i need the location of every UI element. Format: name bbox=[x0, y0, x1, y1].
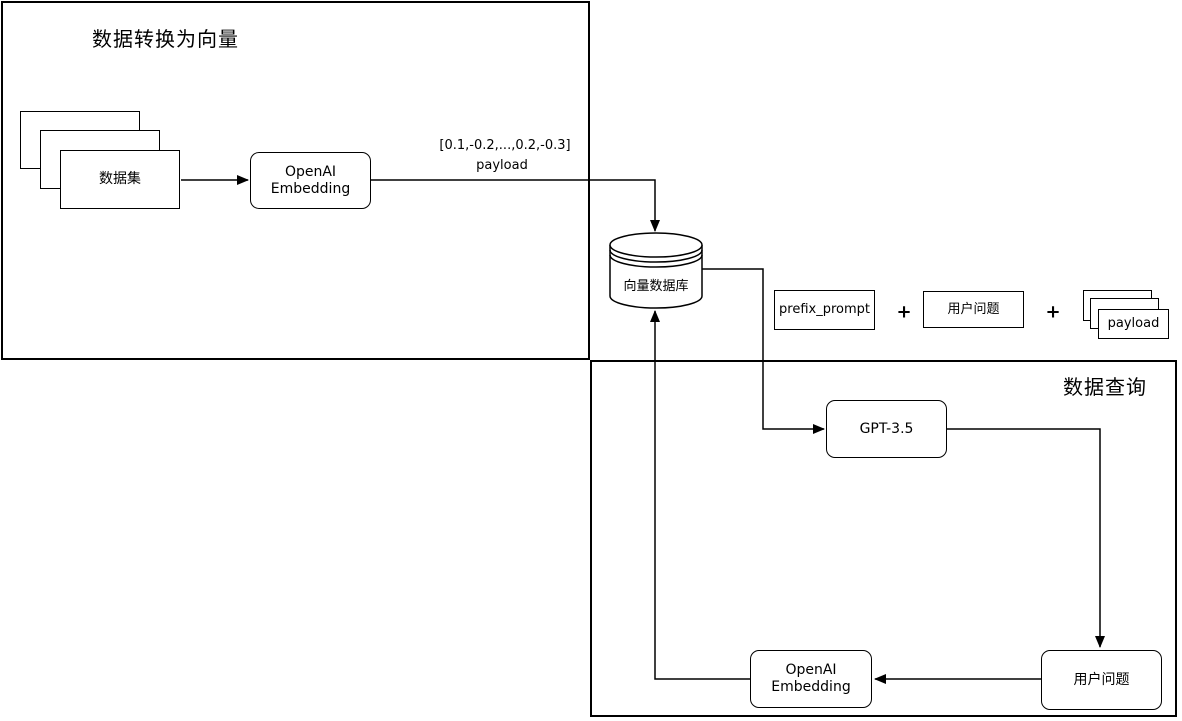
user-question-top-node: 用户问题 bbox=[923, 291, 1024, 328]
vectorize-region-title: 数据转换为向量 bbox=[92, 27, 239, 51]
gpt-label: GPT-3.5 bbox=[859, 420, 914, 437]
vector-db-icon bbox=[609, 232, 703, 309]
plus-operator-1: + bbox=[896, 301, 912, 323]
connector-gpt-to-user-question bbox=[947, 428, 1105, 648]
connector-vectordb-to-gpt bbox=[702, 268, 825, 434]
query-region-title: 数据查询 bbox=[1063, 375, 1147, 399]
prefix-prompt-label: prefix_prompt bbox=[779, 302, 870, 318]
user-question-bottom-node: 用户问题 bbox=[1041, 650, 1162, 710]
payload-label: payload bbox=[1107, 316, 1160, 332]
query-region-frame bbox=[590, 360, 1177, 717]
openai-embedding-bottom-node: OpenAI Embedding bbox=[750, 650, 872, 708]
openai-embedding-top-node: OpenAI Embedding bbox=[250, 152, 371, 209]
vector-value-label: [0.1,-0.2,...,0.2,-0.3] bbox=[439, 138, 571, 153]
dataset-sheet-front: 数据集 bbox=[60, 150, 180, 209]
dataset-label: 数据集 bbox=[99, 171, 141, 188]
openai-embedding-top-label: OpenAI Embedding bbox=[270, 163, 351, 197]
vector-db-label: 向量数据库 bbox=[623, 279, 689, 294]
payload-sheet-front: payload bbox=[1098, 309, 1169, 339]
prefix-prompt-node: prefix_prompt bbox=[774, 290, 875, 330]
user-question-bottom-label: 用户问题 bbox=[1073, 671, 1130, 688]
connector-embedding-to-vectordb-up bbox=[650, 310, 750, 680]
user-question-top-label: 用户问题 bbox=[947, 301, 1000, 317]
connector-embedding-to-vectordb bbox=[371, 179, 660, 232]
gpt-node: GPT-3.5 bbox=[826, 400, 947, 458]
plus-operator-2: + bbox=[1045, 301, 1061, 323]
openai-embedding-bottom-label: OpenAI Embedding bbox=[771, 662, 851, 695]
vector-payload-label: payload bbox=[476, 158, 528, 173]
